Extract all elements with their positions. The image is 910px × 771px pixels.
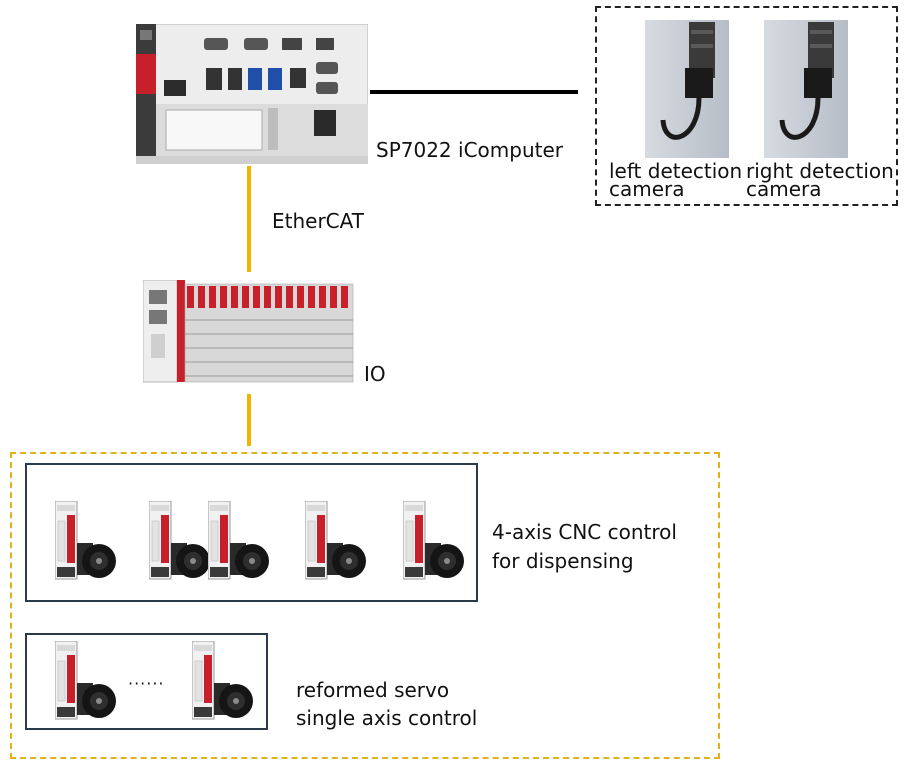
servo-unit-first [55, 641, 117, 720]
io-servo-line [247, 394, 251, 446]
servo-ellipsis: ······ [128, 674, 165, 693]
io-module-image [143, 280, 354, 383]
cnc-servo-3 [208, 501, 270, 580]
computer-label: SP7022 iComputer [376, 138, 563, 162]
ethercat-line [247, 166, 251, 272]
ethercat-label: EtherCAT [272, 209, 364, 233]
right-camera-label-line1: right detection [746, 159, 894, 183]
cnc-servo-2 [149, 501, 211, 580]
computer-image [136, 24, 368, 164]
servo-unit-last [192, 641, 254, 720]
cnc-group-label-line1: 4-axis CNC control [492, 520, 677, 544]
camera-group-box [595, 6, 898, 206]
servo-zone-box [10, 452, 720, 759]
servo-group-label-line1: reformed servo [296, 678, 450, 702]
servo-group-box [25, 633, 268, 730]
cnc-servo-1 [55, 501, 117, 580]
left-camera-label-line1: left detection [609, 159, 743, 183]
cnc-group-box [25, 463, 478, 602]
left-camera-image [645, 20, 729, 158]
io-label: IO [364, 362, 386, 386]
cnc-servo-4 [305, 501, 367, 580]
camera-connection-line [370, 90, 578, 94]
right-camera-label-line2: camera [746, 177, 822, 201]
right-camera-image [764, 20, 848, 158]
cnc-servo-5 [403, 501, 465, 580]
left-camera-label-line2: camera [609, 177, 685, 201]
cnc-group-label-line2: for dispensing [492, 549, 634, 573]
servo-group-label-line2: single axis control [296, 706, 478, 730]
